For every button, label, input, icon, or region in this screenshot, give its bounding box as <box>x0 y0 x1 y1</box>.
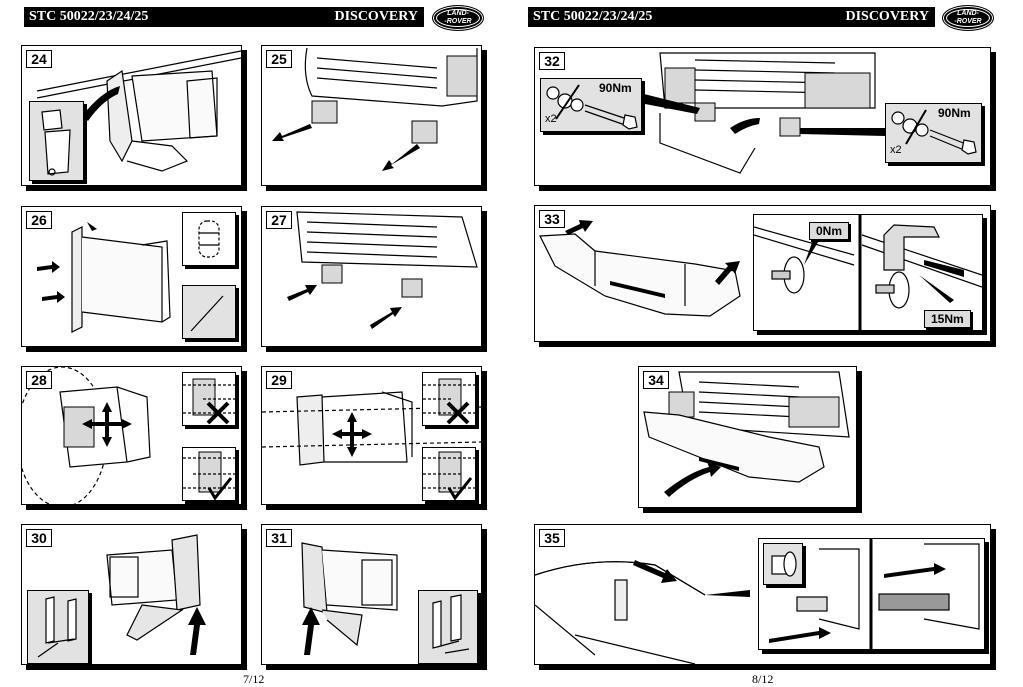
step-24-panel: 24 <box>21 45 242 186</box>
step-number: 25 <box>266 50 292 68</box>
torque-label-0nm: 0Nm <box>809 222 850 240</box>
incorrect-alignment-inset <box>182 372 236 426</box>
step-number: 32 <box>539 52 565 70</box>
step-number: 33 <box>539 210 565 228</box>
step-25-panel: 25 <box>261 45 482 186</box>
step-35-panel: 35 <box>534 524 991 665</box>
page-header: STC 50022/23/24/25 DISCOVERY <box>528 7 935 27</box>
step-number: 30 <box>26 529 52 547</box>
step-number: 24 <box>26 50 52 68</box>
quantity-label: x2 <box>890 144 902 156</box>
page-number: 8/12 <box>752 672 774 686</box>
step-31-illustration <box>301 542 398 655</box>
step-24-illustration <box>36 50 241 172</box>
bracket-inset <box>27 590 89 664</box>
correct-alignment-inset <box>182 447 236 501</box>
step-number: 27 <box>266 211 292 229</box>
step-34-illustration <box>643 371 850 497</box>
step-31-panel: 31 <box>261 524 482 665</box>
page-number: 7/12 <box>243 672 265 686</box>
waste-bin-inset <box>29 101 84 181</box>
step-26-illustration <box>37 222 171 333</box>
hose-connector-detail <box>758 538 985 650</box>
model-name: DISCOVERY <box>845 9 929 24</box>
step-number: 29 <box>266 371 292 389</box>
quantity-label: x2 <box>545 113 557 125</box>
step-number: 35 <box>539 529 565 547</box>
bracket-inset <box>418 590 478 664</box>
step-30-illustration <box>106 534 206 655</box>
bolt-washer-icon <box>891 109 977 155</box>
tool-inset <box>182 285 236 339</box>
step-26-panel: 26 <box>21 206 242 347</box>
step-number: 34 <box>643 371 669 389</box>
bolt-washer-callout-right: 90Nm x2 <box>885 103 982 163</box>
step-35-illustration <box>535 560 750 664</box>
incorrect-alignment-inset <box>422 372 476 426</box>
model-name: DISCOVERY <box>334 9 418 24</box>
step-number: 31 <box>266 529 292 547</box>
step-32-panel: 32 90Nm x2 90Nm <box>534 47 991 186</box>
step-32-illustration <box>640 52 885 174</box>
step-number: 28 <box>26 371 52 389</box>
connector-cap-inset <box>763 543 803 585</box>
land-rover-logo: LAND- -ROVER <box>432 5 484 31</box>
step-29-illustration <box>262 391 481 466</box>
step-33-panel: 33 0Nm 15Nm <box>534 205 991 342</box>
step-25-illustration <box>272 47 478 171</box>
document-code: STC 50022/23/24/25 <box>29 9 149 24</box>
step-29-panel: 29 <box>261 366 482 505</box>
step-34-panel: 34 <box>638 366 857 508</box>
torque-value: 90Nm <box>599 81 632 95</box>
step-number: 26 <box>26 211 52 229</box>
bolt-washer-icon <box>546 84 638 130</box>
mounting-rubber-detail: 0Nm 15Nm <box>753 214 983 331</box>
land-rover-logo: LAND- -ROVER <box>942 5 994 31</box>
clip-inset <box>182 212 236 266</box>
step-33-illustration <box>539 220 741 317</box>
torque-value: 90Nm <box>938 106 971 120</box>
step-28-illustration <box>22 367 151 504</box>
torque-label-15nm: 15Nm <box>924 310 971 328</box>
document-code: STC 50022/23/24/25 <box>533 9 653 24</box>
step-28-panel: 28 <box>21 366 242 505</box>
step-27-illustration <box>287 211 478 329</box>
correct-alignment-inset <box>422 447 476 501</box>
bolt-washer-callout-left: 90Nm x2 <box>540 78 642 132</box>
page-header: STC 50022/23/24/25 DISCOVERY <box>24 7 424 27</box>
step-30-panel: 30 <box>21 524 242 665</box>
step-27-panel: 27 <box>261 206 482 347</box>
